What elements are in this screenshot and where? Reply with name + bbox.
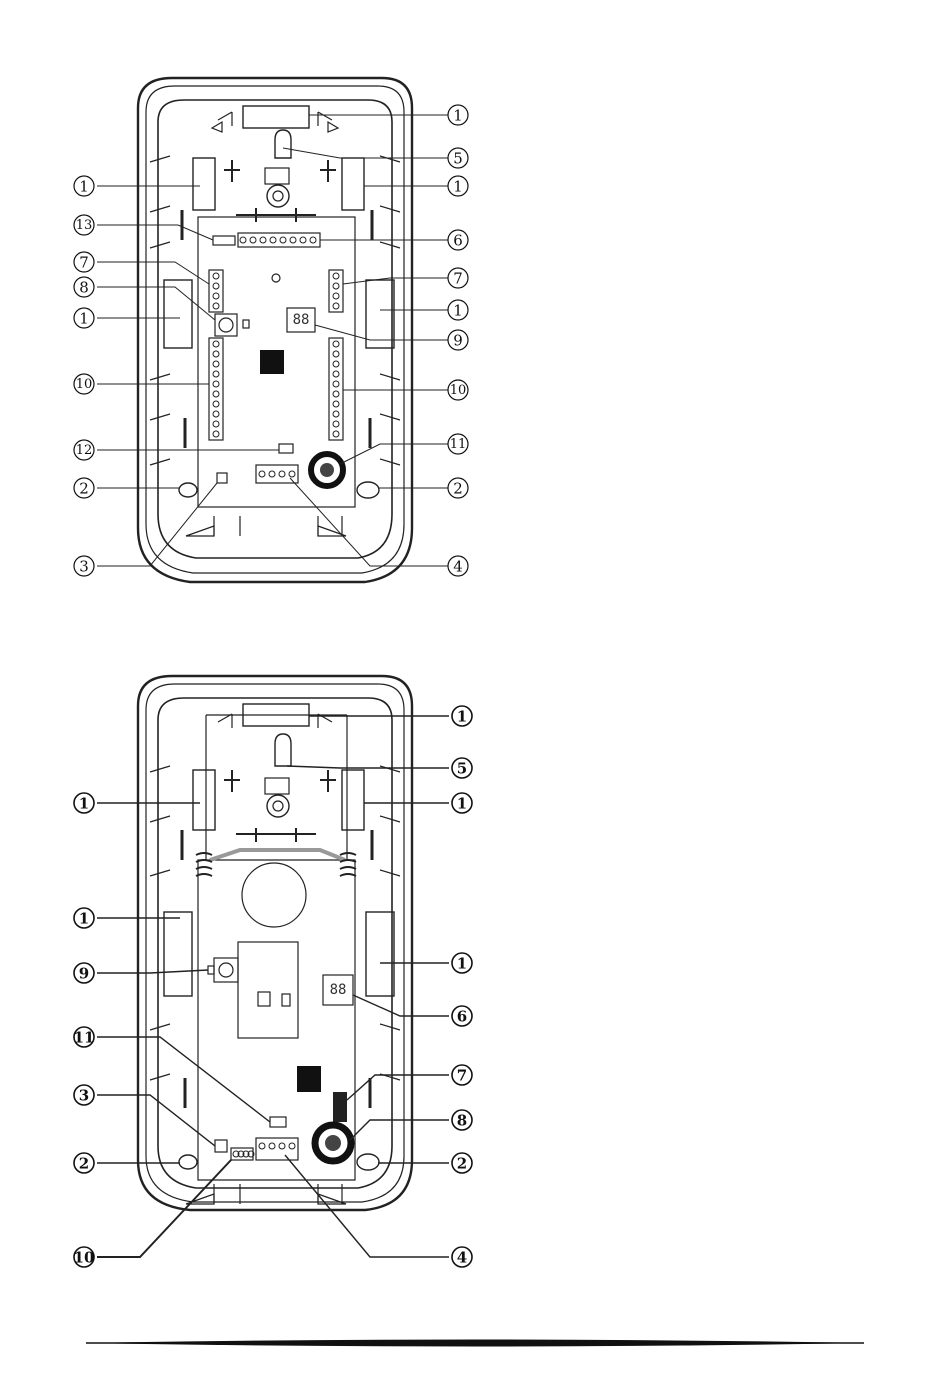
housing-diagram-bottom <box>138 676 412 1210</box>
terminal-screw <box>333 293 339 299</box>
callout-label: 9 <box>453 332 463 350</box>
terminal-screw <box>213 371 219 377</box>
terminal-screw <box>333 411 339 417</box>
terminal-screw <box>269 471 275 477</box>
cable-grommet-core <box>325 1135 341 1151</box>
terminal-screw <box>333 391 339 397</box>
terminal-screw <box>289 1143 295 1149</box>
terminal-screw <box>240 237 246 243</box>
callout-label: 7 <box>79 254 89 272</box>
callout-label: 8 <box>457 1112 467 1130</box>
cable-grommet-core <box>320 463 334 477</box>
terminal-screw <box>213 381 219 387</box>
callout-label: 7 <box>457 1067 467 1085</box>
terminal-screw <box>333 361 339 367</box>
terminal-screw <box>333 371 339 377</box>
callout-label: 10 <box>450 383 467 398</box>
callout-label: 2 <box>453 480 463 498</box>
terminal-screw <box>259 1143 265 1149</box>
terminal-screw <box>213 303 219 309</box>
chip <box>297 1066 321 1092</box>
terminal-screw <box>333 341 339 347</box>
terminal-screw <box>333 273 339 279</box>
callout-label: 8 <box>79 279 89 297</box>
terminal-screw <box>213 361 219 367</box>
callout-label: 1 <box>457 955 467 973</box>
terminal-screw <box>270 237 276 243</box>
terminal-screw <box>300 237 306 243</box>
callout-label: 5 <box>453 150 463 168</box>
callout-label: 2 <box>79 1155 89 1173</box>
callout-label: 1 <box>453 107 463 125</box>
callout-label: 1 <box>79 795 89 813</box>
callout-label: 9 <box>79 965 89 983</box>
terminal-screw <box>333 421 339 427</box>
callout-label: 5 <box>457 760 467 778</box>
display-readout: 88 <box>293 312 310 328</box>
callout-label: 6 <box>453 232 463 250</box>
callout-label: 4 <box>453 558 463 576</box>
callout-label: 11 <box>450 437 467 452</box>
terminal-screw <box>213 411 219 417</box>
terminal-screw <box>290 237 296 243</box>
chip <box>260 350 284 374</box>
terminal-screw <box>289 471 295 477</box>
callout-label: 11 <box>74 1029 95 1047</box>
leader-lines-top <box>97 115 449 566</box>
housing-diagram-top <box>138 78 412 582</box>
callout-label: 1 <box>453 302 463 320</box>
terminal-screw <box>213 421 219 427</box>
terminal-screw <box>213 401 219 407</box>
terminal-screw <box>213 293 219 299</box>
terminal-screw <box>333 351 339 357</box>
callout-label: 1 <box>457 795 467 813</box>
terminal-screw <box>280 237 286 243</box>
terminal-screw <box>213 351 219 357</box>
terminal-screw <box>279 1143 285 1149</box>
terminal-screw <box>310 237 316 243</box>
callout-label: 1 <box>79 310 89 328</box>
terminal-screw <box>333 401 339 407</box>
callout-label: 12 <box>76 443 93 458</box>
terminal-screw <box>213 341 219 347</box>
terminal-screw <box>213 391 219 397</box>
screw-hole <box>272 274 280 282</box>
terminal-screw <box>269 1143 275 1149</box>
display-readout: 88 <box>330 982 347 998</box>
terminal-screw <box>279 471 285 477</box>
terminal-screw <box>333 381 339 387</box>
callout-label: 3 <box>79 558 89 576</box>
callout-label: 3 <box>79 1087 89 1105</box>
callout-label: 1 <box>79 178 89 196</box>
terminal-screw <box>250 237 256 243</box>
terminal-screw <box>333 431 339 437</box>
callout-label: 4 <box>457 1249 467 1267</box>
callout-label: 2 <box>79 480 89 498</box>
terminal-screw <box>213 431 219 437</box>
callout-label: 1 <box>457 708 467 726</box>
housing-diagram-top-fills <box>260 274 343 486</box>
callout-label: 10 <box>76 377 93 392</box>
callout-label: 1 <box>79 910 89 928</box>
callout-label: 10 <box>74 1249 95 1267</box>
callout-label: 6 <box>457 1008 467 1026</box>
callout-label: 13 <box>76 218 93 233</box>
callout-label: 1 <box>453 178 463 196</box>
terminal-screw <box>333 283 339 289</box>
terminal-screw <box>333 303 339 309</box>
callout-label: 2 <box>457 1155 467 1173</box>
terminal-screw <box>259 471 265 477</box>
terminal-screw <box>213 283 219 289</box>
callout-label: 7 <box>453 270 463 288</box>
terminal-screw <box>213 273 219 279</box>
terminal-screw <box>260 237 266 243</box>
